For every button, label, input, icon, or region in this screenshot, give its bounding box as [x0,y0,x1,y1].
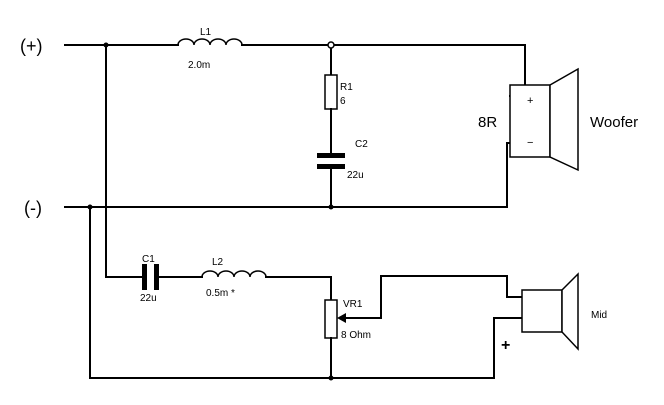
inductor-l1 [177,38,243,46]
c2-value: 22u [347,170,364,181]
mid-branch-wiring [89,44,523,379]
wiper-arrow-icon [337,313,346,323]
mid-speaker-icon [521,272,579,351]
c1-value: 22u [140,293,157,304]
r1-c2-branch [317,44,345,208]
woofer-label: Woofer [590,114,638,131]
woofer-impedance: 8R [478,114,497,131]
resistor-r1 [324,74,338,110]
positive-rail [64,44,526,97]
woofer-speaker-icon [509,67,579,172]
capacitor-c1-plate-left [142,264,147,290]
l2-name: L2 [212,257,224,268]
capacitor-c2-plate-bottom [317,164,345,169]
potentiometer-vr1 [324,299,338,339]
junction-dot [328,204,334,210]
negative-terminal-label: (-) [24,198,42,218]
woofer-plus-sign: + [527,95,533,107]
l2-value: 0.5m * [206,288,235,299]
junction-node [327,41,335,49]
vr1-value: 8 Ohm [341,330,371,341]
capacitor-c1-plate-right [154,264,159,290]
mid-label: Mid [591,310,607,321]
mid-plus-sign: + [501,337,510,354]
vr1-name: VR1 [343,299,363,310]
inductor-l2 [201,270,267,278]
r1-name: R1 [340,82,353,93]
r1-value: 6 [340,96,346,107]
capacitor-c2-plate-top [317,153,345,158]
positive-terminal-label: (+) [20,36,43,56]
c2-name: C2 [355,139,368,150]
negative-rail [64,142,513,208]
l1-name: L1 [200,27,212,38]
c1-name: C1 [142,254,155,265]
junction-dot [328,375,334,381]
woofer-minus-sign: − [527,137,533,149]
l1-value: 2.0m [188,60,210,71]
